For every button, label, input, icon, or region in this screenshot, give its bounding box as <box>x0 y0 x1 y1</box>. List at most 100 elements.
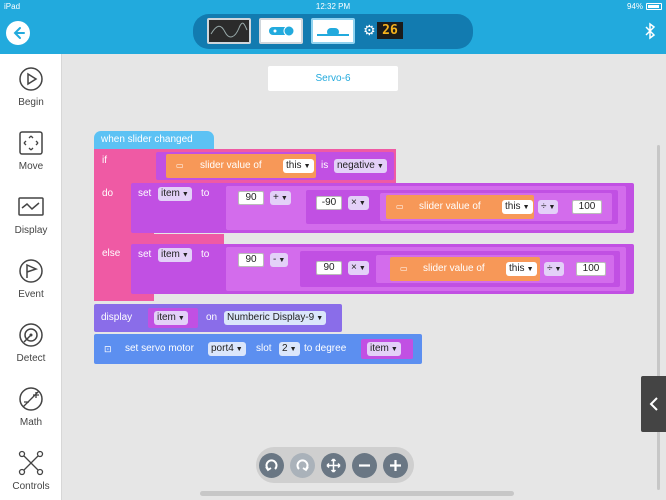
this-dropdown[interactable]: this▼ <box>283 159 314 173</box>
divide-operator-dropdown[interactable]: ÷▼ <box>538 200 559 214</box>
display-target-dropdown[interactable]: Numberic Display-9▼ <box>224 311 327 325</box>
item-reporter[interactable]: item▼ <box>361 339 413 359</box>
display-block[interactable]: display item▼ on Numberic Display-9▼ <box>94 304 342 332</box>
vertical-scrollbar[interactable] <box>657 145 660 490</box>
display-wave-icon <box>18 197 44 216</box>
canvas-toolbar <box>256 447 414 483</box>
panel-expand-handle[interactable] <box>641 376 666 432</box>
undo-button[interactable] <box>259 453 284 478</box>
status-bar: iPad 12:32 PM 94% <box>0 0 666 14</box>
this-dropdown[interactable]: this▼ <box>502 200 533 214</box>
divide-block[interactable]: ▭ slider value of this▼ ÷▼ 100 <box>376 255 614 283</box>
set-servo-block[interactable]: ⊡ set servo motor port4▼ slot 2▼ to degr… <box>94 334 422 364</box>
slot-dropdown[interactable]: 2▼ <box>279 342 300 356</box>
compare-block[interactable]: ▭ slider value of this▼ is negative▼ <box>156 152 394 180</box>
plus-operator-dropdown[interactable]: +▼ <box>270 191 291 205</box>
number-input[interactable]: 90 <box>238 191 264 205</box>
times-operator-dropdown[interactable]: ×▼ <box>348 196 369 210</box>
device-panel-bar: ⚙ 26 <box>193 14 473 49</box>
minus-operator-dropdown[interactable]: -▼ <box>270 253 289 267</box>
waveform-icon <box>210 22 248 38</box>
divide-operator-dropdown[interactable]: ÷▼ <box>544 262 565 276</box>
port-dropdown[interactable]: port4▼ <box>208 342 246 356</box>
subtract-block[interactable]: 90 -▼ 90 ×▼ ▭ slider value of this▼ ÷▼ 1… <box>226 247 626 291</box>
sidebar-item-label: Controls <box>12 481 50 492</box>
gear-icon[interactable]: ⚙ <box>363 22 376 38</box>
set-item-block-do[interactable]: set item▼ to 90 +▼ -90 ×▼ ▭ slider value… <box>131 183 634 233</box>
number-input[interactable]: 90 <box>316 261 342 275</box>
multiply-block[interactable]: -90 ×▼ ▭ slider value of this▼ ÷▼ 100 <box>306 190 618 224</box>
sidebar-item-display[interactable]: Display <box>0 186 62 246</box>
dropdown-value: ÷ <box>541 201 547 212</box>
when-slider-changed-hat[interactable]: when slider changed <box>94 131 214 149</box>
dropdown-value: port4 <box>211 343 234 354</box>
slider-value-text: slider value of <box>423 263 485 274</box>
numeric-display-thumbnail[interactable]: 26 <box>377 22 403 39</box>
plus-icon <box>390 460 401 471</box>
slider-icon: ▭ <box>400 264 408 273</box>
redo-button[interactable] <box>290 453 315 478</box>
negative-dropdown[interactable]: negative▼ <box>334 159 387 173</box>
if-label: if <box>102 155 107 166</box>
bluetooth-icon[interactable] <box>644 22 656 45</box>
redo-icon <box>296 459 309 472</box>
display-label: display <box>101 312 133 323</box>
sidebar-item-label: Move <box>18 161 44 172</box>
item-var-dropdown[interactable]: item▼ <box>154 311 188 325</box>
set-item-block-else[interactable]: set item▼ to 90 -▼ 90 ×▼ ▭ slider value … <box>131 244 634 294</box>
multiply-block[interactable]: 90 ×▼ ▭ slider value of this▼ ÷▼ 100 <box>300 251 620 287</box>
dropdown-value: item <box>370 343 389 354</box>
sidebar-item-controls[interactable]: Controls <box>0 442 62 500</box>
sidebar-item-detect[interactable]: Detect <box>0 314 62 374</box>
move-canvas-button[interactable] <box>321 453 346 478</box>
times-operator-dropdown[interactable]: ×▼ <box>348 261 369 275</box>
to-label: to <box>201 188 210 199</box>
zoom-out-button[interactable] <box>352 453 377 478</box>
sidebar-item-move[interactable]: Move <box>0 122 62 182</box>
sidebar-item-begin[interactable]: Begin <box>0 58 62 118</box>
item-var-dropdown[interactable]: item▼ <box>367 342 401 356</box>
item-var-dropdown[interactable]: item▼ <box>158 248 192 262</box>
flag-circle-icon <box>19 259 43 283</box>
hat-label: when slider changed <box>101 134 193 145</box>
this-dropdown[interactable]: this▼ <box>506 262 537 276</box>
chevron-down-icon: ▼ <box>548 204 556 211</box>
divide-block[interactable]: ▭ slider value of this▼ ÷▼ 100 <box>380 193 612 221</box>
item-reporter[interactable]: item▼ <box>148 308 198 328</box>
battery-icon <box>646 3 662 10</box>
chevron-left-icon <box>649 397 658 411</box>
chevron-down-icon: ▼ <box>278 257 286 264</box>
slider-value-reporter[interactable]: ▭ slider value of this▼ <box>166 154 316 178</box>
sidebar-item-event[interactable]: Event <box>0 250 62 310</box>
back-button[interactable] <box>6 21 30 45</box>
sidebar-item-math[interactable]: Math <box>0 378 62 438</box>
zoom-in-button[interactable] <box>383 453 408 478</box>
graph-panel-thumbnail[interactable] <box>207 18 251 44</box>
number-input[interactable]: 100 <box>572 200 602 214</box>
chevron-down-icon: ▼ <box>376 163 384 170</box>
add-block[interactable]: 90 +▼ -90 ×▼ ▭ slider value of this▼ ÷▼ … <box>226 186 626 230</box>
number-input[interactable]: -90 <box>316 196 342 210</box>
toggle-panel-thumbnail[interactable] <box>259 18 303 44</box>
to-degree-label: to degree <box>304 343 347 354</box>
slider-panel-thumbnail[interactable] <box>311 18 355 44</box>
number-input[interactable]: 100 <box>576 262 606 276</box>
do-label: do <box>102 188 114 199</box>
horizontal-scrollbar[interactable] <box>200 491 514 496</box>
dropdown-value: - <box>273 254 277 265</box>
chevron-down-icon: ▼ <box>181 191 189 198</box>
device-name: iPad <box>4 2 21 11</box>
slider-value-text: slider value of <box>419 201 481 212</box>
chevron-down-icon: ▼ <box>235 346 243 353</box>
math-icon <box>19 387 43 411</box>
item-var-dropdown[interactable]: item▼ <box>158 187 192 201</box>
number-input[interactable]: 90 <box>238 253 264 267</box>
chevron-down-icon: ▼ <box>358 265 366 272</box>
chevron-down-icon: ▼ <box>316 315 324 322</box>
slider-value-reporter[interactable]: ▭ slider value of this▼ <box>386 195 534 219</box>
servo-label: set servo motor <box>125 343 194 354</box>
move-arrows-icon <box>19 131 43 155</box>
servo-motor-icon: ⊡ <box>104 344 112 354</box>
chevron-down-icon: ▼ <box>303 163 311 170</box>
slider-value-reporter[interactable]: ▭ slider value of this▼ <box>390 257 540 281</box>
